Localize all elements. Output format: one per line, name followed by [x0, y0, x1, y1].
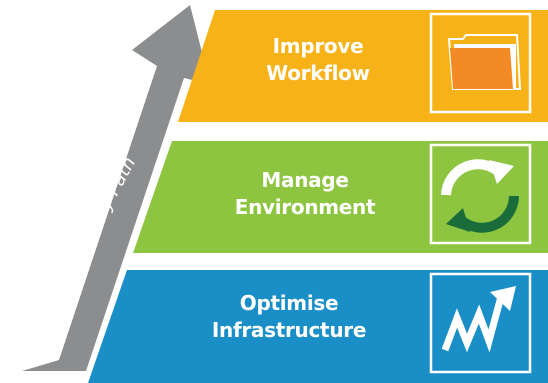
tier-manage-environment-label: Manage Environment [220, 167, 390, 221]
tier-manage-icon-frame [429, 143, 532, 245]
tier-manage-environment-band [133, 141, 548, 253]
tier-manage-line2: Environment [234, 195, 376, 219]
tier-optimise-infrastructure-label: Optimise Infrastructure [194, 290, 384, 344]
tier-optimise-line2: Infrastructure [211, 318, 367, 342]
tier-optimise-infrastructure-band [88, 270, 548, 383]
growth-chart-icon [441, 286, 516, 353]
tier-optimise-icon-frame [429, 272, 532, 374]
tier-improve-line1: Improve [272, 34, 364, 58]
tier-improve-workflow-label: Improve Workflow [238, 33, 398, 87]
folder-icon [447, 34, 522, 90]
refresh-cycle-icon [441, 159, 519, 233]
tier-optimise-line1: Optimise [239, 291, 339, 315]
tier-manage-line1: Manage [261, 168, 349, 192]
evolutionary-path-arrow [22, 5, 210, 371]
tier-improve-icon-frame [429, 12, 532, 114]
tier-improve-line2: Workflow [266, 61, 370, 85]
